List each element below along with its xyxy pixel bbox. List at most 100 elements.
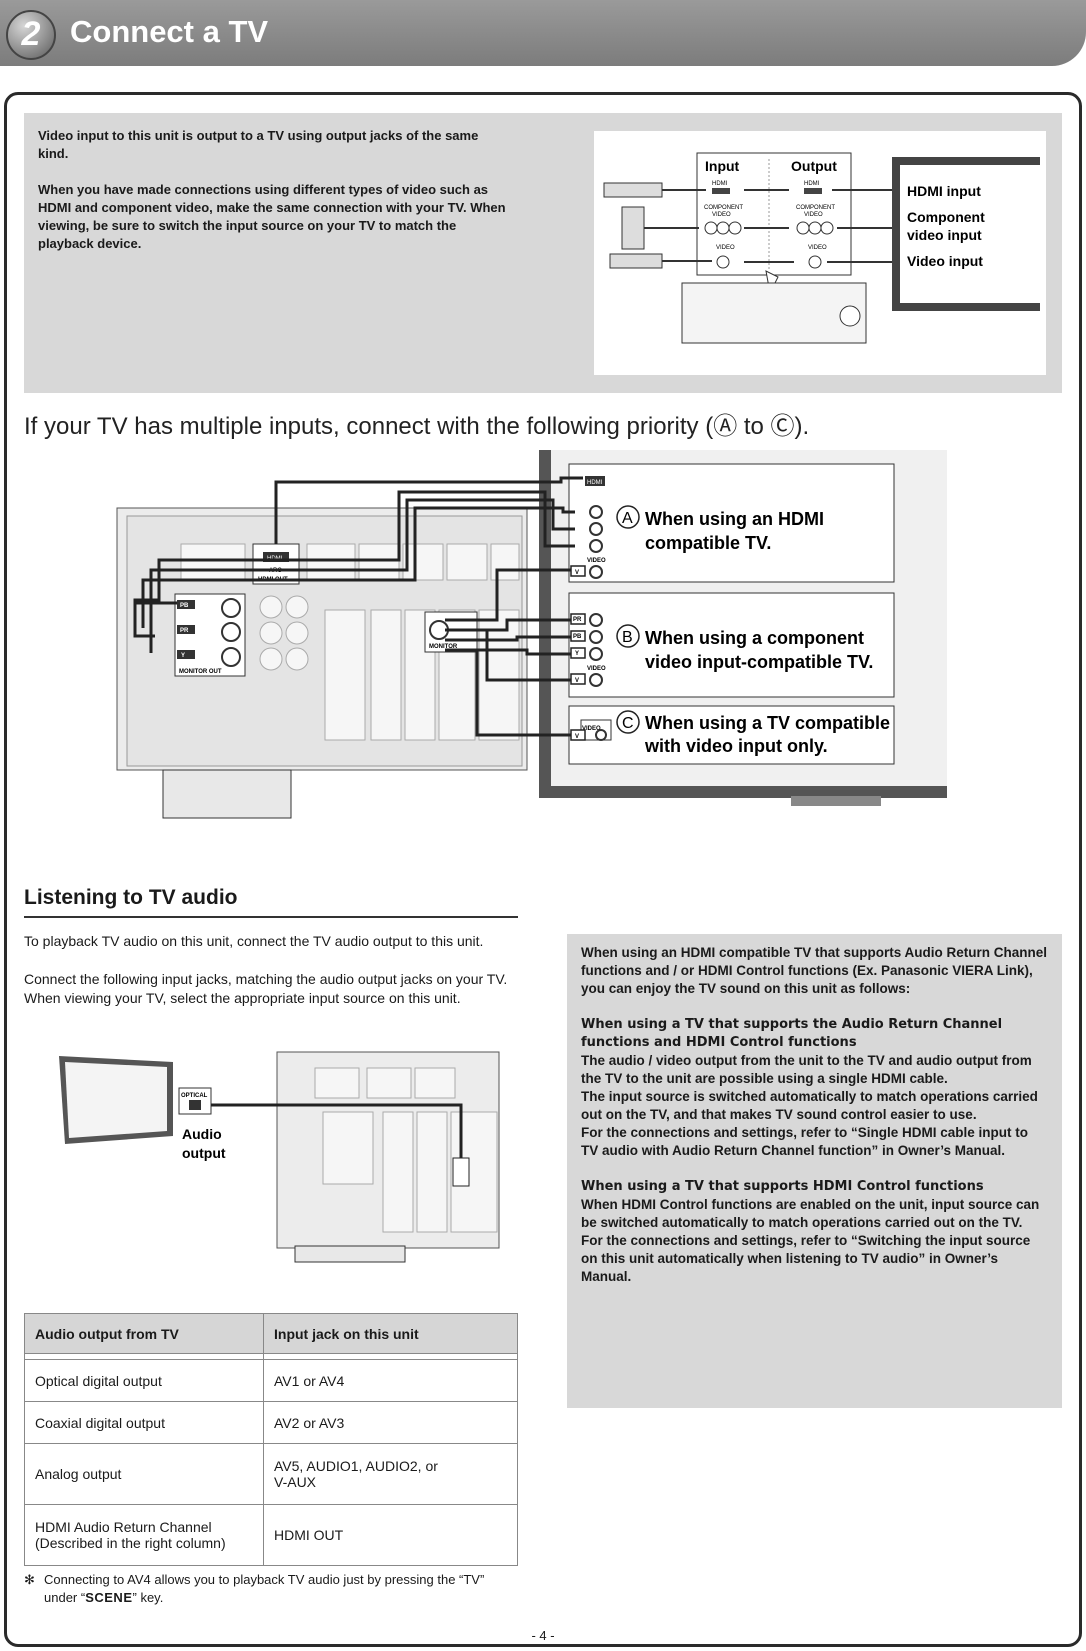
v-tag-a: V bbox=[575, 570, 579, 576]
tv-component-label-1: Component bbox=[907, 209, 985, 225]
out-hdmi-label: HDMI bbox=[804, 181, 820, 187]
tv-audio-diagram: OPTICAL Audio output bbox=[55, 1048, 500, 1263]
out-video-label: VIDEO bbox=[808, 245, 827, 251]
hdmi-intro: When using an HDMI compatible TV that su… bbox=[581, 945, 1048, 996]
in-video-label: VIDEO bbox=[716, 245, 735, 251]
intro-paragraph-2: When you have made connections using dif… bbox=[38, 182, 506, 251]
listening-text: To playback TV audio on this unit, conne… bbox=[24, 932, 518, 1008]
table-row: Optical digital output AV1 or AV4 bbox=[24, 1359, 518, 1402]
tv-connection-diagram: HDMI ARC HDMI OUT MONITOR OUT PB PR Y MO… bbox=[115, 430, 949, 870]
bd-player-icon bbox=[603, 182, 663, 198]
pr-tag-tv: PR bbox=[573, 617, 582, 623]
control-paragraph-2: For the connections and settings, refer … bbox=[581, 1233, 1031, 1284]
option-c-line-2: with video input only. bbox=[644, 736, 828, 756]
arc-paragraph-2: The input source is switched automatical… bbox=[581, 1089, 1038, 1122]
option-b-letter: B bbox=[622, 629, 633, 646]
in-component-label-1: COMPONENT bbox=[704, 205, 743, 211]
out-hdmi-jack-icon bbox=[804, 188, 822, 194]
page-number: - 4 - bbox=[531, 1628, 555, 1643]
footnote-text-after: ” key. bbox=[132, 1590, 164, 1605]
hdmi-out-jack bbox=[252, 543, 300, 585]
option-a-line-1: When using an HDMI bbox=[645, 509, 824, 529]
page-header: 2 Connect a TV bbox=[0, 0, 1086, 66]
option-a-box bbox=[568, 463, 895, 583]
hdmi-features-panel: When using an HDMI compatible TV that su… bbox=[567, 934, 1062, 1408]
table-row: Analog output AV5, AUDIO1, AUDIO2, or V-… bbox=[24, 1443, 518, 1505]
arc-paragraph-3: For the connections and settings, refer … bbox=[581, 1125, 1029, 1158]
game-console-icon bbox=[621, 206, 645, 250]
table-cell: Optical digital output bbox=[24, 1359, 264, 1402]
optical-label: OPTICAL bbox=[181, 1093, 208, 1099]
table-header-cell: Audio output from TV bbox=[24, 1313, 264, 1354]
option-a-line-2: compatible TV. bbox=[645, 533, 771, 553]
v-tag-b: V bbox=[575, 678, 579, 684]
footnote: ✻ Connecting to AV4 allows you to playba… bbox=[24, 1571, 518, 1607]
table-cell-line: AV5, AUDIO1, AUDIO2, or bbox=[274, 1458, 438, 1474]
option-b-box bbox=[568, 592, 895, 698]
in-hdmi-label: HDMI bbox=[712, 181, 728, 187]
hdmi-jack-icon bbox=[263, 552, 289, 562]
tv-hdmi-input-label: HDMI input bbox=[907, 183, 981, 199]
output-label: Output bbox=[791, 158, 837, 174]
y-tag-tv: Y bbox=[575, 651, 579, 657]
monitor-label: MONITOR bbox=[429, 644, 458, 650]
option-c-line-1: When using a TV compatible bbox=[645, 713, 890, 733]
listening-paragraph-2: Connect the following input jacks, match… bbox=[24, 971, 508, 1006]
pb-tag-1: PB bbox=[180, 603, 189, 609]
option-b-line-1: When using a component bbox=[645, 628, 864, 648]
pb-tag-tv: PB bbox=[573, 634, 582, 640]
tv-component-label-2: video input bbox=[907, 227, 982, 243]
page-title: Connect a TV bbox=[70, 14, 269, 49]
arc-paragraph-1: The audio / video output from the unit t… bbox=[581, 1053, 1032, 1086]
intro-panel: Video input to this unit is output to a … bbox=[24, 113, 1062, 393]
audio-output-label-1: Audio bbox=[182, 1126, 222, 1142]
table-cell: AV2 or AV3 bbox=[263, 1401, 518, 1444]
table-header-row: Audio output from TV Input jack on this … bbox=[24, 1313, 518, 1354]
table-cell: AV5, AUDIO1, AUDIO2, or V-AUX bbox=[263, 1443, 518, 1505]
tv-connection-diagram-svg: HDMI ARC HDMI OUT MONITOR OUT PB PR Y MO… bbox=[116, 430, 949, 819]
y-tag-1: Y bbox=[181, 653, 185, 659]
option-a-letter: A bbox=[622, 510, 633, 527]
table-cell: HDMI OUT bbox=[263, 1504, 518, 1566]
control-paragraph-1: When HDMI Control functions are enabled … bbox=[581, 1197, 1040, 1230]
table-row: Coaxial digital output AV2 or AV3 bbox=[24, 1401, 518, 1444]
vcr-icon bbox=[609, 253, 663, 269]
tv-video-input-label: Video input bbox=[907, 253, 983, 269]
table-cell-line: V-AUX bbox=[274, 1474, 317, 1490]
content-frame bbox=[4, 92, 1082, 1647]
cables bbox=[133, 476, 583, 737]
receiver-icon bbox=[681, 282, 867, 344]
input-output-diagram: Input Output HDMI HDMI COMPONENT VIDEO C… bbox=[594, 131, 1046, 375]
footnote-text-before: Connecting to AV4 allows you to playback… bbox=[44, 1572, 485, 1605]
option-c-box bbox=[568, 705, 895, 765]
pr-tag-1: PR bbox=[180, 628, 189, 634]
audio-output-label-2: output bbox=[182, 1145, 226, 1161]
table-row: HDMI Audio Return Channel (Described in … bbox=[24, 1504, 518, 1566]
table-cell-line: HDMI Audio Return Channel bbox=[35, 1519, 212, 1535]
in-component-label-2: VIDEO bbox=[712, 212, 731, 218]
tv-c-video-label: VIDEO bbox=[582, 726, 601, 732]
table-cell-line: (Described in the right column) bbox=[35, 1535, 226, 1551]
v-tag-c: V bbox=[575, 734, 579, 740]
optical-cable bbox=[211, 1103, 463, 1158]
arc-subheading: When using a TV that supports the Audio … bbox=[581, 1017, 1003, 1050]
intro-paragraph-1: Video input to this unit is output to a … bbox=[38, 128, 479, 161]
monitor-out-label: MONITOR OUT bbox=[179, 669, 222, 675]
priority-instruction: If your TV has multiple inputs, connect … bbox=[24, 413, 810, 440]
tv-audio-diagram-svg: OPTICAL Audio output bbox=[59, 1051, 500, 1263]
control-subheading: When using a TV that supports HDMI Contr… bbox=[581, 1179, 984, 1194]
tv-hdmi-tag: HDMI bbox=[587, 480, 603, 486]
step-number-badge: 2 bbox=[6, 10, 56, 60]
audio-input-table: Audio output from TV Input jack on this … bbox=[24, 1313, 518, 1566]
intro-text: Video input to this unit is output to a … bbox=[38, 127, 508, 253]
table-cell: HDMI Audio Return Channel (Described in … bbox=[24, 1504, 264, 1566]
option-b-line-2: video input-compatible TV. bbox=[645, 652, 873, 672]
option-c-letter: C bbox=[622, 715, 634, 732]
listening-section-title: Listening to TV audio bbox=[24, 886, 238, 909]
listening-paragraph-1: To playback TV audio on this unit, conne… bbox=[24, 933, 484, 949]
table-cell: AV1 or AV4 bbox=[263, 1359, 518, 1402]
footnote-mark: ✻ bbox=[24, 1572, 35, 1587]
table-header-cell: Input jack on this unit bbox=[263, 1313, 518, 1354]
footnote-keyword: SCENE bbox=[85, 1590, 133, 1605]
footnote-text: Connecting to AV4 allows you to playback… bbox=[44, 1571, 518, 1607]
